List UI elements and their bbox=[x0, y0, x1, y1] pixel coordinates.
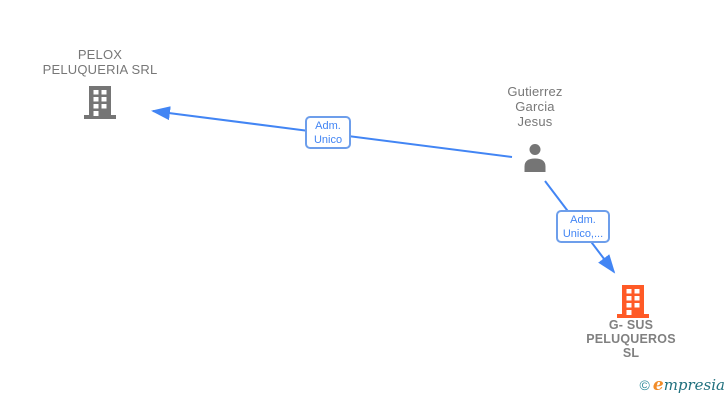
edge-label-adm-unico-etc[interactable]: Adm. Unico,... bbox=[556, 210, 610, 243]
copyright-symbol: © bbox=[639, 377, 650, 393]
building-icon[interactable] bbox=[83, 85, 117, 125]
edge-label-adm-unico[interactable]: Adm. Unico bbox=[305, 116, 351, 149]
empresia-watermark[interactable]: ©empresia bbox=[640, 375, 725, 395]
brand-letter-e: e bbox=[652, 375, 664, 395]
node-label-company-pelox[interactable]: PELOX PELUQUERIA SRL bbox=[42, 47, 158, 77]
node-label-company-gsus[interactable]: G- SUS PELUQUEROS SL bbox=[586, 318, 676, 360]
node-label-person-gutierrez[interactable]: Gutierrez Garcia Jesus bbox=[507, 84, 563, 129]
building-icon[interactable] bbox=[616, 284, 650, 324]
brand-text: mpresia bbox=[663, 376, 725, 394]
person-icon[interactable] bbox=[522, 143, 548, 177]
